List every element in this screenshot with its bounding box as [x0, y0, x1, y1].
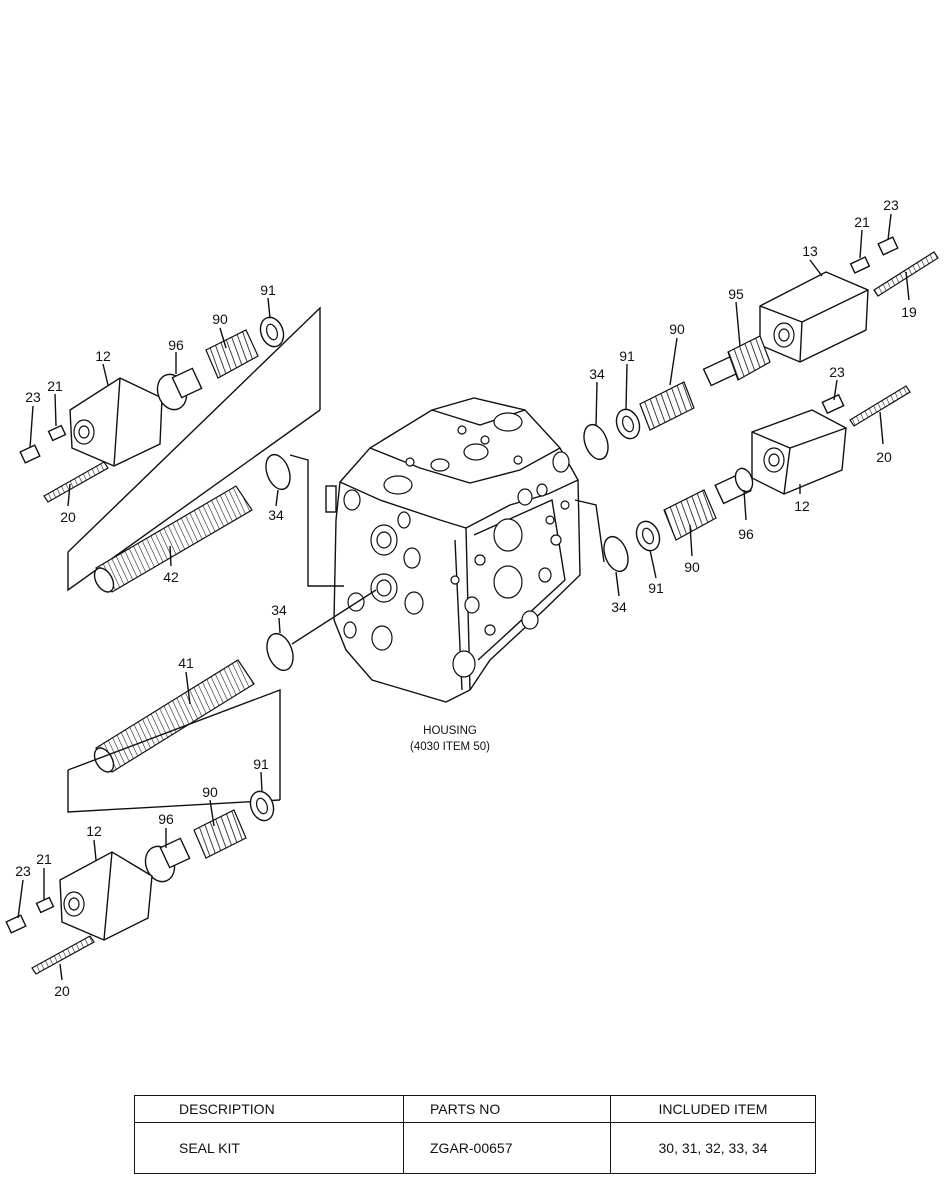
- pilot-cover-12-lower-left: [59, 851, 153, 941]
- spring-seat-91-lower-left: [249, 790, 275, 822]
- lower-left-assembly: [5, 589, 377, 975]
- cell-included-item: 30, 31, 32, 33, 34: [610, 1122, 816, 1174]
- callout-90-lower-left: 90: [202, 784, 218, 800]
- callout-42: 42: [163, 569, 179, 585]
- callout-19: 19: [901, 304, 917, 320]
- spring-90-lower-left: [193, 809, 247, 859]
- pilot-cover-13: [759, 271, 869, 363]
- callout-12-upper-left: 12: [95, 348, 111, 364]
- spring-90-upper-right: [639, 381, 695, 431]
- bolt-20-right: [849, 385, 911, 427]
- callout-20-upper-left: 20: [60, 509, 76, 525]
- piston-95: [702, 335, 771, 387]
- callout-21-lower-left: 21: [36, 851, 52, 867]
- housing-label-line2: (4030 ITEM 50): [410, 741, 490, 753]
- o-ring-34-middle-left: [266, 632, 294, 672]
- o-ring-34-upper-left: [265, 453, 291, 491]
- callout-96-upper-left: 96: [168, 337, 184, 353]
- spool-41: [95, 659, 255, 773]
- table-row: SEAL KIT ZGAR-00657 30, 31, 32, 33, 34: [134, 1122, 816, 1174]
- cell-parts-no: ZGAR-00657: [403, 1122, 611, 1174]
- plug-21-upper-right: [849, 256, 871, 274]
- spring-seat-96-right: [714, 467, 754, 505]
- upper-left-assembly: [19, 306, 344, 593]
- callout-labels: 23 21 13 19 95 90 91 34 23 20 12 96 90 9…: [15, 197, 917, 999]
- callout-20-right: 20: [876, 449, 892, 465]
- callout-91-upper-left: 91: [260, 282, 276, 298]
- pilot-cover-12-upper-left: [69, 377, 163, 467]
- callout-12-right: 12: [794, 498, 810, 514]
- plug-23-right: [821, 393, 845, 415]
- callout-13: 13: [802, 243, 818, 259]
- header-parts-no: PARTS NO: [403, 1095, 611, 1123]
- callout-21-upper-right: 21: [854, 214, 870, 230]
- callout-34-middle-left: 34: [271, 602, 287, 618]
- spring-90-right: [663, 489, 717, 541]
- plug-23-upper-left: [19, 444, 41, 464]
- callout-34-right: 34: [611, 599, 627, 615]
- spring-seat-91-upper-right: [615, 408, 641, 440]
- spring-90-upper-left: [205, 329, 259, 379]
- spring-seat-96-lower-left: [144, 837, 191, 883]
- callout-91-upper-right: 91: [619, 348, 635, 364]
- callout-21-upper-left: 21: [47, 378, 63, 394]
- callout-34-upper-right: 34: [589, 366, 605, 382]
- cell-description: SEAL KIT: [134, 1122, 404, 1174]
- callout-23-upper-right: 23: [883, 197, 899, 213]
- pilot-cover-12-right: [751, 409, 847, 495]
- callout-96-lower-left: 96: [158, 811, 174, 827]
- spring-seat-91-right: [635, 520, 661, 552]
- spring-seat-91-upper-left: [259, 316, 285, 348]
- plug-21-upper-left: [47, 424, 67, 442]
- upper-right-assembly: [583, 236, 939, 461]
- callout-90-upper-right: 90: [669, 321, 685, 337]
- callout-23-lower-left: 23: [15, 863, 31, 879]
- callout-95: 95: [728, 286, 744, 302]
- bolt-20-lower-left: [31, 935, 95, 975]
- callout-34-upper-left: 34: [268, 507, 284, 523]
- lower-right-assembly: [574, 385, 911, 573]
- leader-lines: [17, 213, 910, 981]
- plug-23-upper-right: [877, 236, 899, 256]
- callout-91-right: 91: [648, 580, 664, 596]
- parts-table: DESCRIPTION PARTS NO INCLUDED ITEM SEAL …: [134, 1095, 816, 1174]
- plug-23-lower-left: [5, 914, 27, 934]
- housing-label: HOUSING (4030 ITEM 50): [410, 725, 490, 753]
- spring-seat-96-upper-left: [156, 367, 203, 411]
- callout-90-right: 90: [684, 559, 700, 575]
- callout-12-lower-left: 12: [86, 823, 102, 839]
- callout-91-lower-left: 91: [253, 756, 269, 772]
- callout-96-right: 96: [738, 526, 754, 542]
- header-included-item: INCLUDED ITEM: [610, 1095, 816, 1123]
- callout-23-upper-left: 23: [25, 389, 41, 405]
- housing-label-line1: HOUSING: [423, 725, 477, 737]
- o-ring-34-right: [603, 535, 629, 573]
- bolt-20-upper-left: [43, 461, 109, 503]
- callout-41: 41: [178, 655, 194, 671]
- callout-20-lower-left: 20: [54, 983, 70, 999]
- o-ring-34-upper-right: [583, 423, 609, 461]
- plug-21-lower-left: [35, 896, 55, 914]
- callout-90-upper-left: 90: [212, 311, 228, 327]
- table-header-row: DESCRIPTION PARTS NO INCLUDED ITEM: [134, 1095, 816, 1123]
- header-description: DESCRIPTION: [134, 1095, 404, 1123]
- callout-23-right: 23: [829, 364, 845, 380]
- housing: [325, 397, 581, 703]
